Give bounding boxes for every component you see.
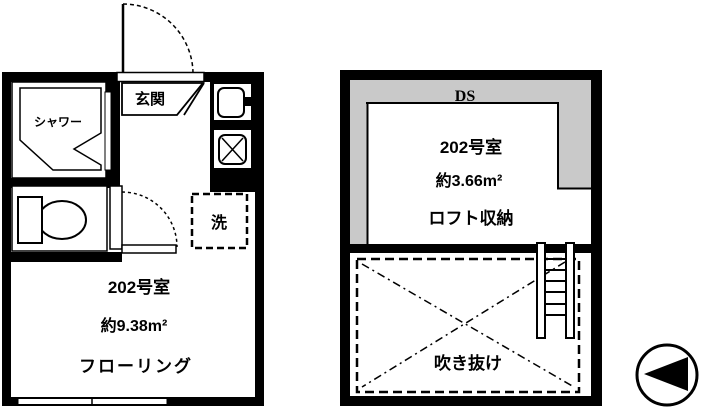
interior-door-swing-arc: [121, 191, 178, 248]
flooring-label: フローリング: [79, 356, 193, 376]
void-diagonal-1: [361, 263, 575, 388]
wall-left: [2, 72, 11, 406]
loft-storage-label: ロフト収納: [429, 208, 514, 228]
wall-toilet-bottom: [2, 252, 122, 262]
toilet-bowl-icon: [37, 200, 87, 240]
entrance-label: 玄関: [135, 90, 165, 108]
shower-unit-icon: [19, 87, 102, 171]
loft-wall-left: [340, 70, 350, 406]
duct-space-top: [350, 80, 591, 103]
main-room-number-label: 202号室: [108, 277, 170, 297]
washer-space-box: [190, 192, 249, 250]
main-floor-plan: シャワー 玄関 洗 202号室 約9.38m² フローリング: [2, 3, 264, 406]
laundry-label: 洗: [211, 213, 227, 232]
loft-area-label: 約3.66m²: [436, 171, 503, 190]
loft-floor-edge: [350, 244, 591, 253]
toilet-tank-icon: [17, 196, 43, 244]
void-label-backplate: [427, 352, 511, 373]
wall-shower-bottom: [2, 178, 120, 188]
stove-cross-line-2: [221, 137, 244, 162]
entrance-threshold: [116, 71, 205, 83]
loft-wall-right: [591, 70, 602, 406]
compass-west-arrow-icon: [644, 357, 688, 391]
compass-direction-icon: [635, 343, 699, 407]
wall-top-right: [204, 72, 264, 82]
loft-room-number-label: 202号室: [440, 137, 502, 157]
loft-floor-plan: DS 202号室 約3.66m² ロフト収納 吹き抜け: [340, 70, 602, 406]
genkan-step-hatch: [183, 82, 205, 116]
duct-space-right: [558, 103, 591, 188]
duct-space-left: [350, 103, 367, 245]
void-diagonal-2: [361, 261, 566, 388]
water-heater-tap-icon: [243, 97, 252, 106]
void-outline: [355, 257, 581, 394]
wall-right: [255, 72, 264, 406]
loft-wall-bottom: [340, 396, 602, 406]
interior-door-leaf: [121, 244, 177, 254]
shower-door-leaf: [104, 91, 112, 171]
water-heater-icon: [217, 87, 245, 118]
entrance-door-swing-arc: [122, 3, 194, 75]
ladder-icon: [536, 242, 575, 339]
toilet-door-jamb: [109, 185, 123, 250]
loft-wall-top: [340, 70, 602, 80]
void-label: 吹き抜け: [434, 353, 502, 373]
shower-label: シャワー: [34, 115, 82, 129]
genkan-step: [121, 82, 205, 116]
duct-space-label: DS: [455, 88, 476, 105]
main-room-area-label: 約9.38m²: [101, 316, 168, 335]
wall-top-left: [2, 72, 117, 82]
